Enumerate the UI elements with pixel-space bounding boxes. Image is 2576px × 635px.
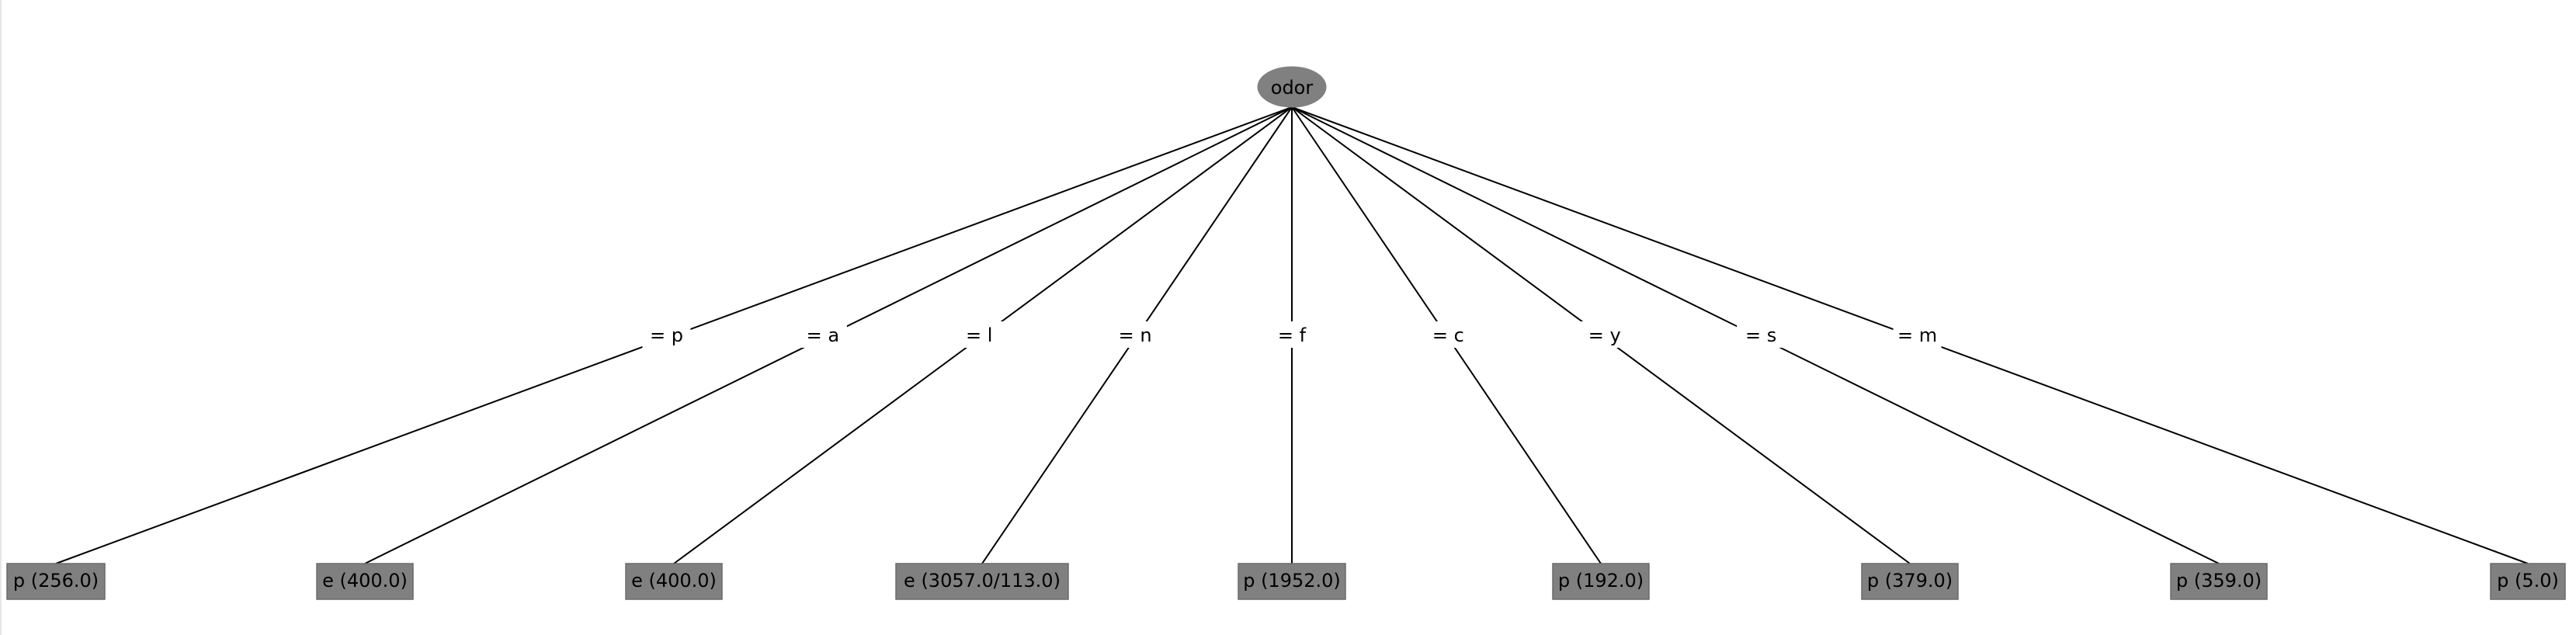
edge-label: = n — [1111, 321, 1160, 348]
leaf-node-label: p (359.0) — [2176, 570, 2262, 592]
edge-label: = c — [1424, 321, 1473, 348]
leaf-node[interactable]: e (3057.0/113.0) — [895, 563, 1069, 600]
edge-label-text: = p — [650, 324, 683, 346]
edge-labels-layer: = p = a = l = n = f = c = y = s = m — [642, 321, 1942, 348]
leaf-node-label: p (1952.0) — [1243, 570, 1341, 592]
edge-label-text: = c — [1432, 324, 1464, 346]
edge-label-text: = s — [1745, 324, 1776, 346]
leaves-layer: p (256.0) e (400.0) e (400.0) e (3057.0/113… — [6, 563, 2566, 600]
edge-label-background — [1111, 321, 1160, 348]
leaf-node-box[interactable] — [1552, 563, 1650, 600]
edge-label-background — [642, 321, 691, 348]
leaf-node[interactable]: p (192.0) — [1552, 563, 1650, 600]
edge-label-background — [798, 321, 847, 348]
edge-label-background — [1268, 321, 1316, 348]
root-node-label: odor — [1271, 77, 1314, 99]
leaf-node[interactable]: p (5.0) — [2490, 563, 2566, 600]
leaf-node-label: e (3057.0/113.0) — [904, 570, 1061, 592]
edge-label: = l — [955, 321, 1004, 348]
edge-label-text: = m — [1897, 324, 1937, 346]
edge-label-background — [1424, 321, 1473, 348]
root-node-shape[interactable] — [1257, 66, 1327, 108]
leaf-node-label: p (5.0) — [2497, 570, 2559, 592]
leaf-node[interactable]: p (379.0) — [1861, 563, 1959, 600]
edge-label: = m — [1893, 321, 1942, 348]
canvas-border — [0, 0, 2, 635]
root-node[interactable]: odor — [1257, 66, 1327, 108]
leaf-node-box[interactable] — [2170, 563, 2268, 600]
leaf-node-label: p (379.0) — [1867, 570, 1953, 592]
leaf-node[interactable]: e (400.0) — [625, 563, 723, 600]
leaf-node-box[interactable] — [316, 563, 414, 600]
edge-label-text: = a — [807, 324, 839, 346]
edge-label: = y — [1580, 321, 1629, 348]
leaf-node-box[interactable] — [6, 563, 106, 600]
leaf-node-label: e (400.0) — [322, 570, 408, 592]
leaf-node-box[interactable] — [625, 563, 723, 600]
edge-label-background — [1737, 321, 1786, 348]
edge-label-text: = y — [1588, 324, 1621, 346]
edge-label-text: = n — [1119, 324, 1152, 346]
edge-label-text: = l — [966, 324, 992, 346]
leaf-node[interactable]: p (256.0) — [6, 563, 106, 600]
edge-label-background — [1580, 321, 1629, 348]
leaf-node-box[interactable] — [2490, 563, 2566, 600]
leaf-node[interactable]: e (400.0) — [316, 563, 414, 600]
edge-label-background — [955, 321, 1004, 348]
edge-label: = s — [1737, 321, 1786, 348]
edge-label: = p — [642, 321, 691, 348]
leaf-node-box[interactable] — [1238, 563, 1346, 600]
edge-label: = a — [798, 321, 847, 348]
leaf-node-label: p (256.0) — [13, 570, 99, 592]
leaf-node-box[interactable] — [1861, 563, 1959, 600]
edge-label-text: = f — [1278, 324, 1307, 346]
leaf-node[interactable]: p (359.0) — [2170, 563, 2268, 600]
edge-label-background — [1893, 321, 1942, 348]
leaf-node-box[interactable] — [895, 563, 1069, 600]
edge-label: = f — [1268, 321, 1316, 348]
leaf-node-label: e (400.0) — [631, 570, 717, 592]
leaf-node-label: p (192.0) — [1558, 570, 1644, 592]
leaf-node[interactable]: p (1952.0) — [1238, 563, 1346, 600]
